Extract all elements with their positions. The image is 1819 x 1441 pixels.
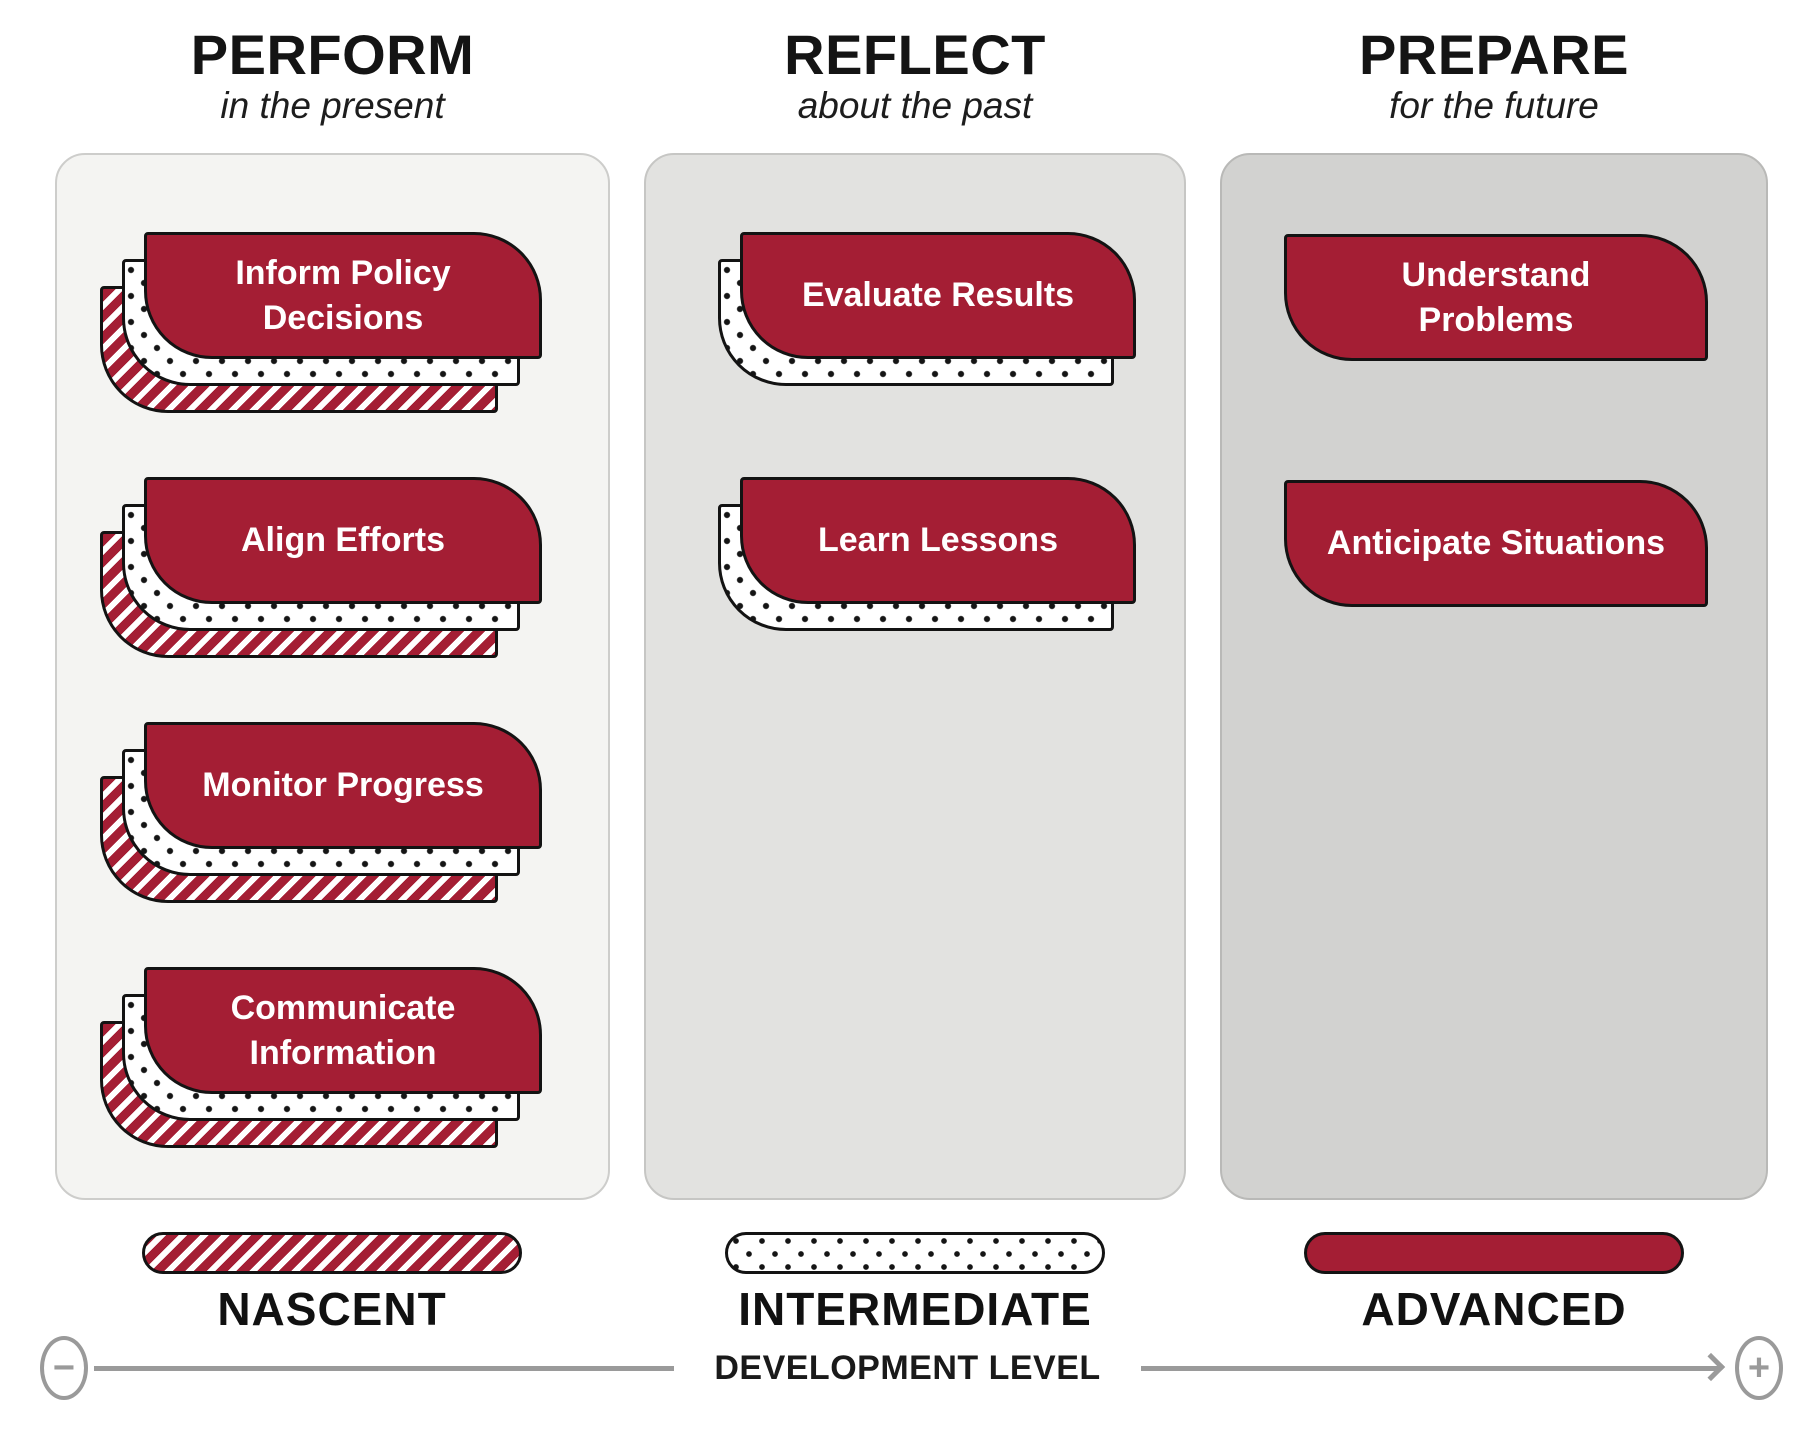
axis-line-right-arrow [1140,1365,1722,1371]
advanced-layer: Anticipate Situations [1284,480,1708,607]
legend-swatch-intermediate [725,1232,1105,1274]
card-learn-lessons: Learn Lessons [718,477,1136,631]
card-evaluate-results: Evaluate Results [718,232,1136,386]
column-reflect: REFLECT about the past Evaluate Results … [644,0,1186,1441]
card-anticipate-situations: Anticipate Situations [1284,480,1708,607]
prepare-panel: Understand Problems Anticipate Situation… [1220,153,1768,1200]
card-understand-problems: Understand Problems [1284,234,1708,361]
legend-swatch-advanced [1304,1232,1684,1274]
axis-label: DEVELOPMENT LEVEL [714,1348,1101,1387]
legend-swatch-nascent [142,1232,522,1274]
minus-icon: − [40,1336,88,1400]
column-perform: PERFORM in the present Inform Policy Dec… [55,0,610,1441]
perform-panel: Inform Policy Decisions Align Efforts Mo… [55,153,610,1200]
advanced-layer: Inform Policy Decisions [144,232,542,359]
advanced-layer: Align Efforts [144,477,542,604]
perform-subtitle: in the present [220,85,445,126]
card-align-efforts: Align Efforts [100,477,542,658]
axis-line-left [94,1365,675,1371]
legend-label-advanced: ADVANCED [1361,1283,1627,1335]
legend-label-nascent: NASCENT [217,1283,447,1335]
prepare-subtitle: for the future [1389,85,1599,126]
advanced-layer: Understand Problems [1284,234,1708,361]
development-level-axis: − DEVELOPMENT LEVEL + [40,1332,1784,1404]
advanced-layer: Evaluate Results [740,232,1136,359]
advanced-layer: Communicate Information [144,967,542,1094]
card-inform-policy-decisions: Inform Policy Decisions [100,232,542,413]
perform-title: PERFORM [190,23,475,86]
reflect-subtitle: about the past [797,85,1033,126]
reflect-panel: Evaluate Results Learn Lessons [644,153,1186,1200]
legend-label-intermediate: INTERMEDIATE [738,1283,1092,1335]
card-communicate-information: Communicate Information [100,967,542,1148]
advanced-layer: Monitor Progress [144,722,542,849]
reflect-title: REFLECT [784,23,1046,86]
prepare-title: PREPARE [1358,23,1630,86]
advanced-layer: Learn Lessons [740,477,1136,604]
plus-icon: + [1735,1336,1784,1400]
column-prepare: PREPARE for the future Understand Proble… [1220,0,1768,1441]
card-monitor-progress: Monitor Progress [100,722,542,903]
